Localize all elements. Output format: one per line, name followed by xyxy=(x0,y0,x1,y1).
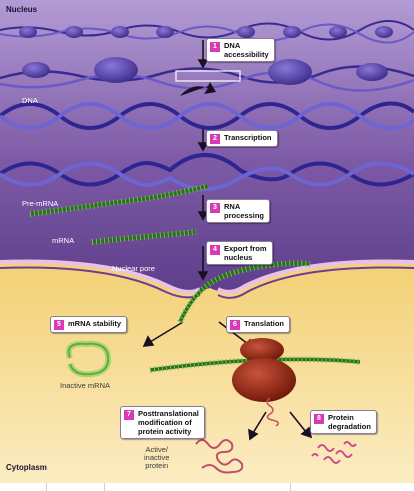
nucleosome xyxy=(19,26,37,38)
step-label: Translation xyxy=(244,319,285,328)
histone-cluster xyxy=(268,59,312,85)
nucleosome xyxy=(375,26,393,38)
histone-cluster xyxy=(22,62,50,78)
step-posttranslational-modification: 7 Posttranslational modification of prot… xyxy=(120,406,205,439)
step-label: Posttranslational modification of protei… xyxy=(138,409,199,436)
nuclear-envelope-inner-right xyxy=(217,266,414,299)
dna-label: DNA xyxy=(22,96,38,105)
step-translation: 6 Translation xyxy=(226,316,291,333)
step-number-badge: 5 xyxy=(54,320,64,330)
step-export-from-nucleus: 4 Export from nucleus xyxy=(206,241,273,265)
nucleosome xyxy=(283,26,301,38)
nucleosome xyxy=(329,26,347,38)
histone-cluster xyxy=(94,57,138,83)
chromatin-strand xyxy=(0,20,414,44)
degraded-protein xyxy=(311,441,357,464)
step-number-badge: 4 xyxy=(210,245,220,255)
nucleus-label: Nucleus xyxy=(6,5,38,14)
nucleosome xyxy=(237,26,255,38)
step-label: DNA accessibility xyxy=(224,41,269,59)
step-dna-accessibility: 1 DNA accessibility xyxy=(206,38,275,62)
bottom-divider xyxy=(46,483,47,491)
step-label: mRNA stability xyxy=(68,319,122,328)
nucleosome xyxy=(65,26,83,38)
mrna-label: mRNA xyxy=(52,236,75,245)
pre-mrna-label: Pre-mRNA xyxy=(22,199,59,208)
remodeled-chromatin xyxy=(0,57,414,92)
bottom-divider xyxy=(104,483,105,491)
inactive-mrna-coil xyxy=(65,340,112,378)
nuclear-envelope-outer-right xyxy=(216,259,414,294)
flow-arrows xyxy=(142,40,313,441)
histone-cluster xyxy=(356,63,388,81)
nascent-polypeptide xyxy=(266,397,279,427)
step-protein-degradation: 8 Protein degradation xyxy=(310,410,377,434)
step-number-badge: 2 xyxy=(210,134,220,144)
step-rna-processing: 3 RNA processing xyxy=(206,199,271,223)
step-label: Transcription xyxy=(224,133,272,142)
nucleosome xyxy=(156,26,174,38)
bottom-divider xyxy=(290,483,291,491)
step-label: RNA processing xyxy=(224,202,265,220)
exporting-mrna-strand xyxy=(178,261,311,323)
nuclear-pore-label: Nuclear pore xyxy=(112,264,155,273)
ribosome xyxy=(232,338,296,402)
nuclear-envelope-outer xyxy=(0,259,202,294)
inactive-mrna-label: Inactive mRNA xyxy=(60,381,111,390)
step-number-badge: 7 xyxy=(124,410,134,420)
step-number-badge: 6 xyxy=(230,320,240,330)
cytoplasm-region xyxy=(0,255,414,483)
step-label: Export from nucleus xyxy=(224,244,267,262)
dna-helix xyxy=(0,101,414,131)
step-number-badge: 1 xyxy=(210,42,220,52)
remodeling-arrow xyxy=(180,82,216,96)
step-mrna-stability: 5 mRNA stability xyxy=(50,316,128,333)
active-inactive-protein-label: Active/ inactive protein xyxy=(144,445,170,470)
nucleosome xyxy=(111,26,129,38)
cytoplasm-label: Cytoplasm xyxy=(6,463,47,472)
step-number-badge: 3 xyxy=(210,203,220,213)
nuclear-envelope-inner xyxy=(0,266,201,299)
active-protein xyxy=(195,439,244,474)
step-transcription: 2 Transcription xyxy=(206,130,278,147)
step-label: Protein degradation xyxy=(328,413,371,431)
step-number-badge: 8 xyxy=(314,414,324,424)
